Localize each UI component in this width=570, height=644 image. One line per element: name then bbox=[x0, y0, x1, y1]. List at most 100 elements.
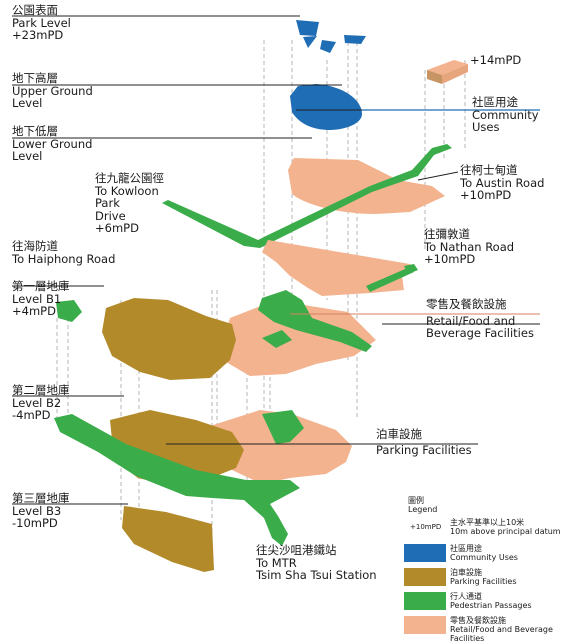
upper-ground-en: Upper Ground bbox=[12, 83, 93, 98]
legend-title: 圖例 Legend bbox=[408, 496, 437, 514]
kowloon-park-en-3: Drive bbox=[95, 208, 126, 223]
nathan-mpd: +10mPD bbox=[424, 252, 476, 266]
park-level-block-2 bbox=[303, 36, 317, 48]
b1-pedestrian-spine bbox=[258, 290, 372, 352]
kowloon-park-zh: 往九龍公園徑 bbox=[95, 171, 164, 185]
legend-text-parking: 泊車設施 Parking Facilities bbox=[450, 568, 517, 586]
park-level-block-3 bbox=[320, 40, 336, 53]
haiphong-en: To Haiphong Road bbox=[12, 251, 116, 266]
nathan-zh: 往彌敦道 bbox=[424, 227, 470, 241]
nathan-road-label: 往彌敦道 To Nathan Road +10mPD bbox=[424, 228, 514, 266]
lower-ground-retail bbox=[288, 158, 445, 214]
parking-facilities-label: 泊車設施 Parking Facilities bbox=[376, 428, 472, 456]
b2-green-block bbox=[262, 410, 304, 444]
b3-label: 第三層地庫 Level B3 -10mPD bbox=[12, 492, 70, 530]
park-level-mpd: +23mPD bbox=[12, 28, 64, 42]
b2-en: Level B2 bbox=[12, 395, 62, 410]
legend-datum-zh: 主水平基準以上10米 bbox=[450, 518, 525, 527]
nathan-road-link-tip bbox=[404, 264, 418, 274]
legend-title-zh: 圖例 bbox=[408, 496, 424, 505]
legend-item-pedestrian: 行人通道 Pedestrian Passages bbox=[402, 592, 568, 612]
b1-en: Level B1 bbox=[12, 291, 62, 306]
lower-ground-zh: 地下低層 bbox=[12, 124, 58, 138]
upper-ground-label: 地下高層 Upper Ground Level bbox=[12, 72, 93, 110]
legend-pedestrian-zh: 行人通道 bbox=[450, 592, 482, 601]
legend-datum-text: 主水平基準以上10米 10m above principal datum bbox=[450, 518, 561, 536]
b1-zh: 第一層地庫 bbox=[12, 279, 70, 293]
retail-en: Retail/Food and bbox=[426, 313, 516, 328]
retail-block-14mpd-side bbox=[427, 70, 442, 84]
upper-ground-zh: 地下高層 bbox=[12, 71, 58, 85]
upper-ground-en2: Level bbox=[12, 96, 43, 110]
legend-retail-en2: Facilities bbox=[450, 634, 485, 643]
level-14-text: +14mPD bbox=[470, 53, 522, 67]
community-uses-label: 社區用途 Community Uses bbox=[472, 96, 539, 134]
retail-en2: Beverage Facilities bbox=[426, 326, 534, 340]
community-zh: 社區用途 bbox=[472, 95, 518, 109]
legend-swatch-parking bbox=[404, 568, 446, 586]
legend-pedestrian-en: Pedestrian Passages bbox=[450, 601, 532, 610]
mtr-label: 往尖沙咀港鐵站 To MTR Tsim Sha Tsui Station bbox=[256, 544, 377, 582]
b1-mpd: +4mPD bbox=[12, 304, 56, 318]
b1-label: 第一層地庫 Level B1 +4mPD bbox=[12, 280, 70, 318]
b1-parking bbox=[102, 298, 236, 380]
legend-datum-key: +10mPD bbox=[410, 523, 442, 531]
b3-parking bbox=[122, 506, 214, 572]
kowloon-park-mpd: +6mPD bbox=[95, 221, 139, 235]
b2-retail-deck bbox=[210, 410, 352, 484]
park-level-zh: 公園表面 bbox=[12, 3, 58, 17]
b2-mpd: -4mPD bbox=[12, 408, 51, 422]
legend-item-retail: 零售及餐飲設施 Retail/Food and Beverage Facilit… bbox=[402, 616, 568, 643]
legend-retail-en: Retail/Food and Beverage bbox=[450, 625, 553, 634]
legend-swatch-community bbox=[404, 544, 446, 562]
nathan-road-link bbox=[366, 266, 414, 292]
haiphong-label: 往海防道 To Haiphong Road bbox=[12, 240, 115, 265]
legend-item-parking: 泊車設施 Parking Facilities bbox=[402, 568, 568, 588]
kowloon-park-en-1: To Kowloon bbox=[95, 183, 159, 198]
legend-item-community: 社區用途 Community Uses bbox=[402, 544, 568, 564]
austin-mpd: +10mPD bbox=[460, 188, 512, 202]
community-use-dome bbox=[290, 84, 362, 130]
legend-swatch-pedestrian bbox=[404, 592, 446, 610]
b2-zh: 第二層地庫 bbox=[12, 383, 70, 397]
legend: 圖例 Legend +10mPD 主水平基準以上10米 10m above pr… bbox=[402, 494, 568, 643]
legend-text-community: 社區用途 Community Uses bbox=[450, 544, 518, 562]
legend-retail-zh: 零售及餐飲設施 bbox=[450, 616, 506, 625]
lower-ground-label: 地下低層 Lower Ground Level bbox=[12, 125, 92, 163]
nathan-road-retail-deck bbox=[262, 240, 414, 296]
legend-parking-en: Parking Facilities bbox=[450, 577, 517, 586]
b2-pedestrian-passage bbox=[54, 414, 300, 546]
legend-parking-zh: 泊車設施 bbox=[450, 568, 482, 577]
legend-text-retail: 零售及餐飲設施 Retail/Food and Beverage Facilit… bbox=[450, 616, 553, 643]
legend-community-zh: 社區用途 bbox=[450, 544, 482, 553]
lower-ground-en2: Level bbox=[12, 149, 43, 163]
haiphong-zh: 往海防道 bbox=[12, 239, 58, 253]
legend-datum-row: +10mPD 主水平基準以上10米 10m above principal da… bbox=[402, 518, 568, 538]
retail-block-14mpd-front bbox=[442, 64, 468, 84]
austin-en: To Austin Road bbox=[460, 175, 545, 190]
community-en: Community bbox=[472, 107, 539, 122]
mtr-en: To MTR bbox=[256, 555, 297, 570]
park-level-en: Park Level bbox=[12, 15, 71, 30]
lower-ground-en: Lower Ground bbox=[12, 136, 93, 151]
retail-zh: 零售及餐飲設施 bbox=[426, 297, 507, 311]
park-level-label: 公園表面 Park Level +23mPD bbox=[12, 4, 71, 42]
community-en2: Uses bbox=[472, 120, 500, 134]
park-level-block-1 bbox=[296, 20, 319, 36]
legend-title-en: Legend bbox=[408, 505, 438, 514]
austin-zh: 往柯士甸道 bbox=[460, 163, 518, 177]
parking-en: Parking Facilities bbox=[376, 442, 472, 457]
mtr-zh: 往尖沙咀港鐵站 bbox=[256, 543, 337, 557]
legend-swatch-retail bbox=[404, 616, 446, 634]
b3-mpd: -10mPD bbox=[12, 516, 58, 530]
mtr-station-en: Tsim Sha Tsui Station bbox=[256, 568, 377, 582]
kowloon-park-label: 往九龍公園徑 To Kowloon Park Drive +6mPD bbox=[95, 172, 164, 235]
legend-community-en: Community Uses bbox=[450, 553, 518, 562]
parking-zh: 泊車設施 bbox=[376, 427, 422, 441]
legend-text-pedestrian: 行人通道 Pedestrian Passages bbox=[450, 592, 532, 610]
retail-facilities-label: 零售及餐飲設施 Retail/Food and Beverage Facilit… bbox=[426, 298, 534, 340]
b1-haiphong-link bbox=[56, 300, 82, 322]
b3-zh: 第三層地庫 bbox=[12, 491, 70, 505]
